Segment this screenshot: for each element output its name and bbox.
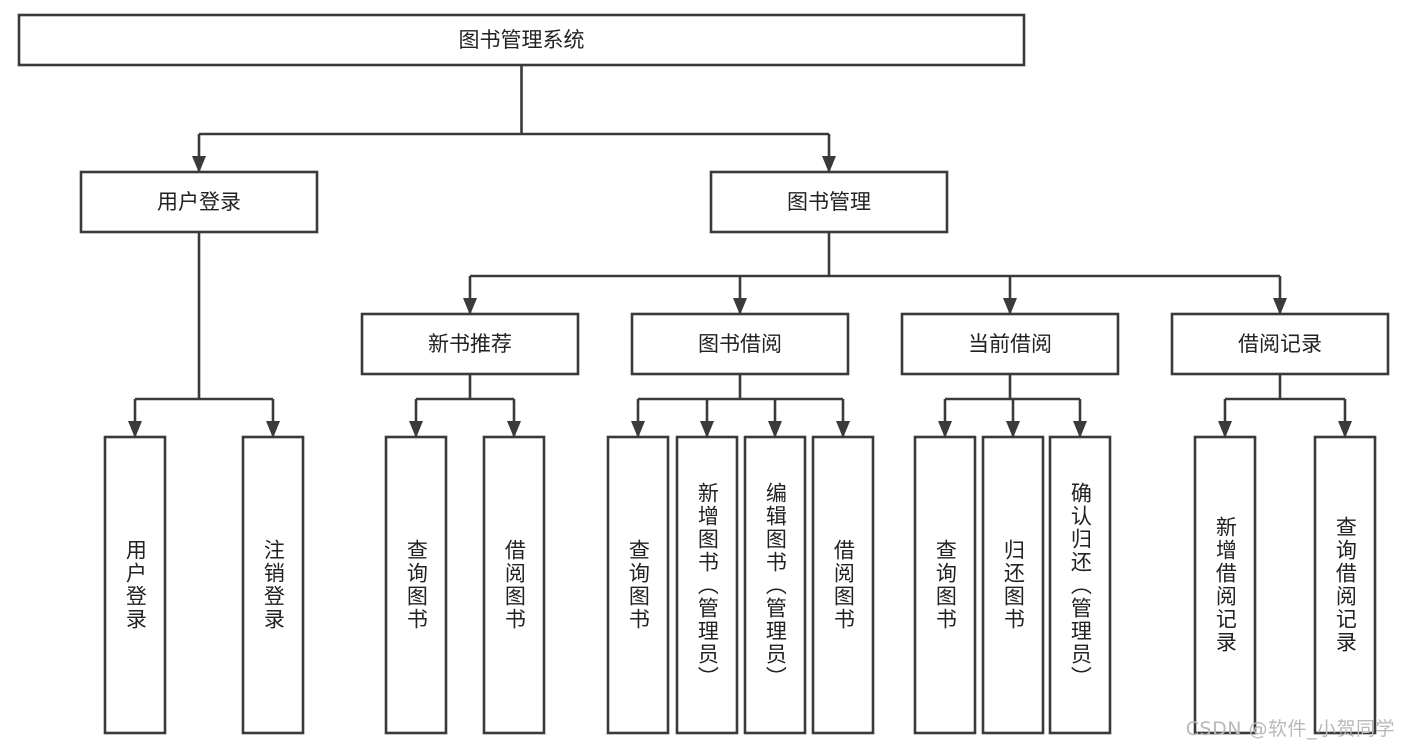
node-box[interactable] bbox=[1193, 435, 1257, 735]
leaf-node-leaf-add-book-admin[interactable] bbox=[677, 437, 737, 733]
node-box[interactable] bbox=[606, 435, 670, 735]
node-label: 当前借阅 bbox=[968, 332, 1052, 356]
leaf-node-leaf-logout[interactable] bbox=[243, 437, 303, 733]
arrow-head-icon bbox=[1338, 421, 1352, 438]
arrow-head-icon bbox=[1003, 298, 1017, 315]
leaf-node-leaf-borrow-book-2[interactable] bbox=[813, 437, 873, 733]
node-leaf-return-book[interactable] bbox=[981, 435, 1045, 735]
node-label: 借阅记录 bbox=[1238, 332, 1322, 356]
node-label: 用户登录 bbox=[157, 190, 241, 214]
arrow-head-icon bbox=[733, 298, 747, 315]
arrow-head-icon bbox=[631, 421, 645, 438]
arrow-head-icon bbox=[463, 298, 477, 315]
node-leaf-logout[interactable] bbox=[241, 435, 305, 735]
node-box[interactable] bbox=[384, 435, 448, 735]
node-book-manage[interactable]: 图书管理 bbox=[709, 170, 949, 234]
leaf-node-leaf-query-book-3[interactable] bbox=[915, 437, 975, 733]
node-leaf-query-borrow-record[interactable] bbox=[1313, 435, 1377, 735]
node-box[interactable] bbox=[743, 435, 807, 735]
arrow-head-icon bbox=[128, 421, 142, 438]
node-label: 图书管理系统 bbox=[459, 28, 585, 52]
node-box[interactable] bbox=[913, 435, 977, 735]
node-label: 图书借阅 bbox=[698, 332, 782, 356]
arrow-head-icon bbox=[822, 156, 836, 173]
node-box[interactable] bbox=[1048, 435, 1112, 735]
node-box[interactable] bbox=[675, 435, 739, 735]
leaf-node-leaf-query-book-1[interactable] bbox=[386, 437, 446, 733]
arrow-head-icon bbox=[768, 421, 782, 438]
node-box[interactable] bbox=[482, 435, 546, 735]
leaf-node-leaf-add-borrow-record[interactable] bbox=[1195, 437, 1255, 733]
node-leaf-borrow-book-1[interactable] bbox=[482, 435, 546, 735]
arrow-head-icon bbox=[507, 421, 521, 438]
leaf-node-leaf-query-borrow-record[interactable] bbox=[1315, 437, 1375, 733]
watermark-text: CSDN @软件_小贺同学 bbox=[1185, 718, 1395, 740]
node-box[interactable] bbox=[360, 312, 580, 376]
leaf-node-leaf-user-login[interactable] bbox=[105, 437, 165, 733]
arrow-head-icon bbox=[1218, 421, 1232, 438]
leaf-node-leaf-return-book[interactable] bbox=[983, 437, 1043, 733]
node-borrow-record[interactable]: 借阅记录 bbox=[1170, 312, 1390, 376]
node-leaf-borrow-book-2[interactable] bbox=[811, 435, 875, 735]
node-leaf-confirm-return-admin[interactable] bbox=[1048, 435, 1112, 735]
arrow-head-icon bbox=[192, 156, 206, 173]
leaf-node-leaf-edit-book-admin[interactable] bbox=[745, 437, 805, 733]
connector-layer bbox=[128, 65, 1352, 438]
node-box[interactable] bbox=[630, 312, 850, 376]
node-label: 新书推荐 bbox=[428, 332, 512, 356]
arrow-head-icon bbox=[266, 421, 280, 438]
node-box[interactable] bbox=[79, 170, 319, 234]
node-leaf-query-book-2[interactable] bbox=[606, 435, 670, 735]
node-root[interactable]: 图书管理系统 bbox=[17, 13, 1026, 67]
node-leaf-add-borrow-record[interactable] bbox=[1193, 435, 1257, 735]
arrow-head-icon bbox=[409, 421, 423, 438]
arrow-head-icon bbox=[700, 421, 714, 438]
node-box[interactable] bbox=[103, 435, 167, 735]
node-box[interactable] bbox=[709, 170, 949, 234]
node-box[interactable] bbox=[811, 435, 875, 735]
node-book-borrow[interactable]: 图书借阅 bbox=[630, 312, 850, 376]
leaf-node-leaf-borrow-book-1[interactable] bbox=[484, 437, 544, 733]
arrow-head-icon bbox=[836, 421, 850, 438]
arrow-head-icon bbox=[1006, 421, 1020, 438]
node-leaf-user-login[interactable] bbox=[103, 435, 167, 735]
node-box[interactable] bbox=[1170, 312, 1390, 376]
node-box[interactable] bbox=[981, 435, 1045, 735]
node-leaf-add-book-admin[interactable] bbox=[675, 435, 739, 735]
arrow-head-icon bbox=[1073, 421, 1087, 438]
node-new-book-recommend[interactable]: 新书推荐 bbox=[360, 312, 580, 376]
node-box[interactable] bbox=[1313, 435, 1377, 735]
node-box[interactable] bbox=[17, 13, 1026, 67]
arrow-head-icon bbox=[938, 421, 952, 438]
node-leaf-edit-book-admin[interactable] bbox=[743, 435, 807, 735]
leaf-node-leaf-confirm-return-admin[interactable] bbox=[1050, 437, 1110, 733]
node-label: 图书管理 bbox=[787, 190, 871, 214]
node-box[interactable] bbox=[241, 435, 305, 735]
node-current-borrow[interactable]: 当前借阅 bbox=[900, 312, 1120, 376]
node-user-login[interactable]: 用户登录 bbox=[79, 170, 319, 234]
node-box[interactable] bbox=[900, 312, 1120, 376]
leaf-node-leaf-query-book-2[interactable] bbox=[608, 437, 668, 733]
arrow-head-icon bbox=[1273, 298, 1287, 315]
node-leaf-query-book-3[interactable] bbox=[913, 435, 977, 735]
node-leaf-query-book-1[interactable] bbox=[384, 435, 448, 735]
